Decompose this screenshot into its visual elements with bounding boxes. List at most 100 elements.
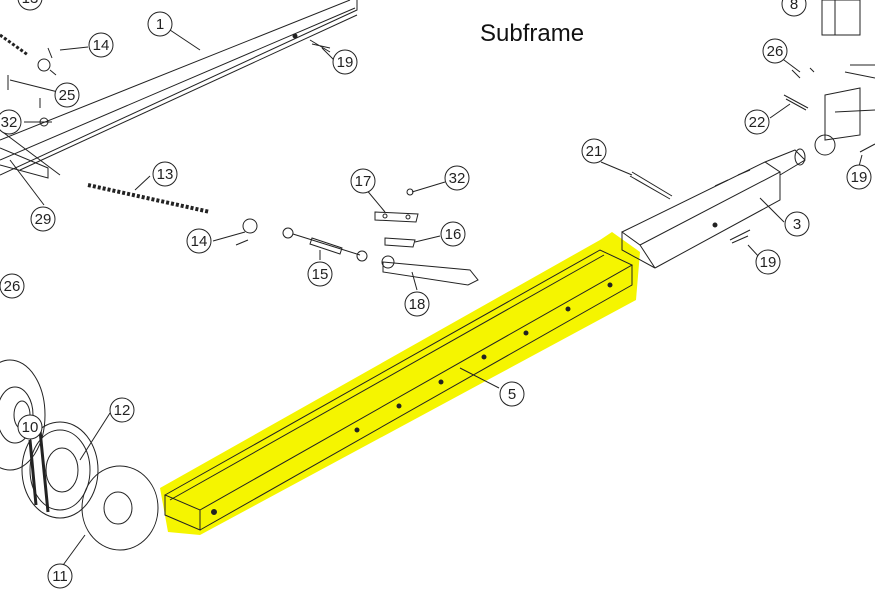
callout-label: 12: [114, 402, 131, 419]
callout-c29: 29: [30, 206, 56, 232]
callout-label: 21: [586, 143, 603, 160]
callout-label: 32: [1, 114, 18, 131]
diagram-title: Subframe: [480, 20, 585, 47]
callout-circle: [17, 414, 43, 440]
part-18-strap: [381, 255, 479, 286]
callout-c16: 16: [440, 221, 466, 247]
callout-c26b: 26: [762, 38, 788, 64]
callout-label: 19: [760, 254, 777, 271]
callout-label: 26: [4, 278, 21, 295]
callout-circle: [147, 11, 173, 37]
callout-c1: 1: [147, 11, 173, 37]
callout-circle: [109, 397, 135, 423]
callout-label: 11: [52, 568, 68, 585]
callout-circle: [784, 211, 810, 237]
callout-circle: [846, 164, 872, 190]
part-5-tube: [163, 249, 634, 531]
callout-c13a: 13: [17, 0, 43, 11]
callout-label: 15: [312, 266, 329, 283]
callout-c5: 5: [499, 381, 525, 407]
callout-circle: [755, 249, 781, 275]
callout-circle: [499, 381, 525, 407]
callout-c3: 3: [784, 211, 810, 237]
callout-c22: 22: [744, 109, 770, 135]
callout-c8: 8: [781, 0, 807, 17]
callout-c19a: 19: [332, 49, 358, 75]
part-19-pin-b: [729, 229, 751, 244]
callout-label: 19: [337, 54, 354, 71]
part-13-chain-a: [0, 33, 29, 57]
callout-label: 14: [191, 233, 208, 250]
part-14-shackle-b: [235, 218, 258, 246]
callout-circle: [762, 38, 788, 64]
part-8-hinge: [821, 0, 861, 36]
callout-circle: [581, 138, 607, 164]
callout-c14b: 14: [186, 228, 212, 254]
callout-circle: [350, 168, 376, 194]
callout-label: 14: [93, 37, 110, 54]
callout-c15: 15: [307, 261, 333, 287]
callout-c19b: 19: [755, 249, 781, 275]
callout-label: 13: [157, 166, 174, 183]
callout-circle: [47, 563, 73, 589]
callout-label: 1: [156, 16, 164, 33]
callout-label: 18: [409, 296, 426, 313]
callout-c11: 11: [47, 563, 73, 589]
part-26-bolt: [791, 67, 815, 79]
part-13-chain-b: [87, 183, 211, 214]
callout-circle: [332, 49, 358, 75]
part-17-plate: [374, 211, 419, 223]
callout-c19c: 19: [846, 164, 872, 190]
callout-c10: 10: [17, 414, 43, 440]
callout-label: 3: [793, 216, 801, 233]
callout-circle: [0, 273, 25, 299]
callout-c32b: 32: [444, 165, 470, 191]
callout-label: 22: [749, 114, 766, 131]
callout-label: 32: [449, 170, 466, 187]
callout-label: 26: [767, 43, 784, 60]
callout-label: 16: [445, 226, 462, 243]
callout-c25: 25: [54, 82, 80, 108]
part-15-turnbuckle: [282, 227, 368, 262]
part-10-wheel-assembly: [0, 359, 46, 471]
callout-circle: [0, 109, 22, 135]
callout-circle: [440, 221, 466, 247]
part-16-plate: [384, 237, 416, 248]
callout-label: 25: [59, 87, 76, 104]
callout-c13b: 13: [152, 161, 178, 187]
callout-c21: 21: [581, 138, 607, 164]
callout-circle: [30, 206, 56, 232]
callout-c32a: 32: [0, 109, 22, 135]
part-bracket-right: [814, 64, 875, 156]
part-1-frame-beam: [0, 0, 358, 179]
part-12-wheel: [21, 421, 99, 519]
callout-c26a: 26: [0, 273, 25, 299]
callout-c18: 18: [404, 291, 430, 317]
part-21-pin: [629, 171, 673, 200]
part-19-pin-a: [309, 39, 331, 53]
callout-label: 8: [790, 0, 798, 13]
callout-label: 19: [851, 169, 868, 186]
part-3-tube: [621, 148, 806, 269]
callout-circle: [54, 82, 80, 108]
callout-circle: [744, 109, 770, 135]
callout-c12: 12: [109, 397, 135, 423]
callout-circle: [17, 0, 43, 11]
callout-circle: [444, 165, 470, 191]
callout-label: 5: [508, 386, 516, 403]
callout-label: 10: [22, 419, 39, 436]
callout-circle: [404, 291, 430, 317]
part-14-shackle-a: [37, 47, 57, 76]
part-22-pin: [783, 94, 809, 111]
part-19-pin-c: [859, 143, 875, 153]
callout-label: 17: [355, 173, 372, 190]
part-11-washer: [81, 465, 159, 551]
callout-c17: 17: [350, 168, 376, 194]
callout-circle: [88, 32, 114, 58]
callout-c14a: 14: [88, 32, 114, 58]
highlight-part-5: [160, 232, 640, 535]
callout-label: 29: [35, 211, 52, 228]
